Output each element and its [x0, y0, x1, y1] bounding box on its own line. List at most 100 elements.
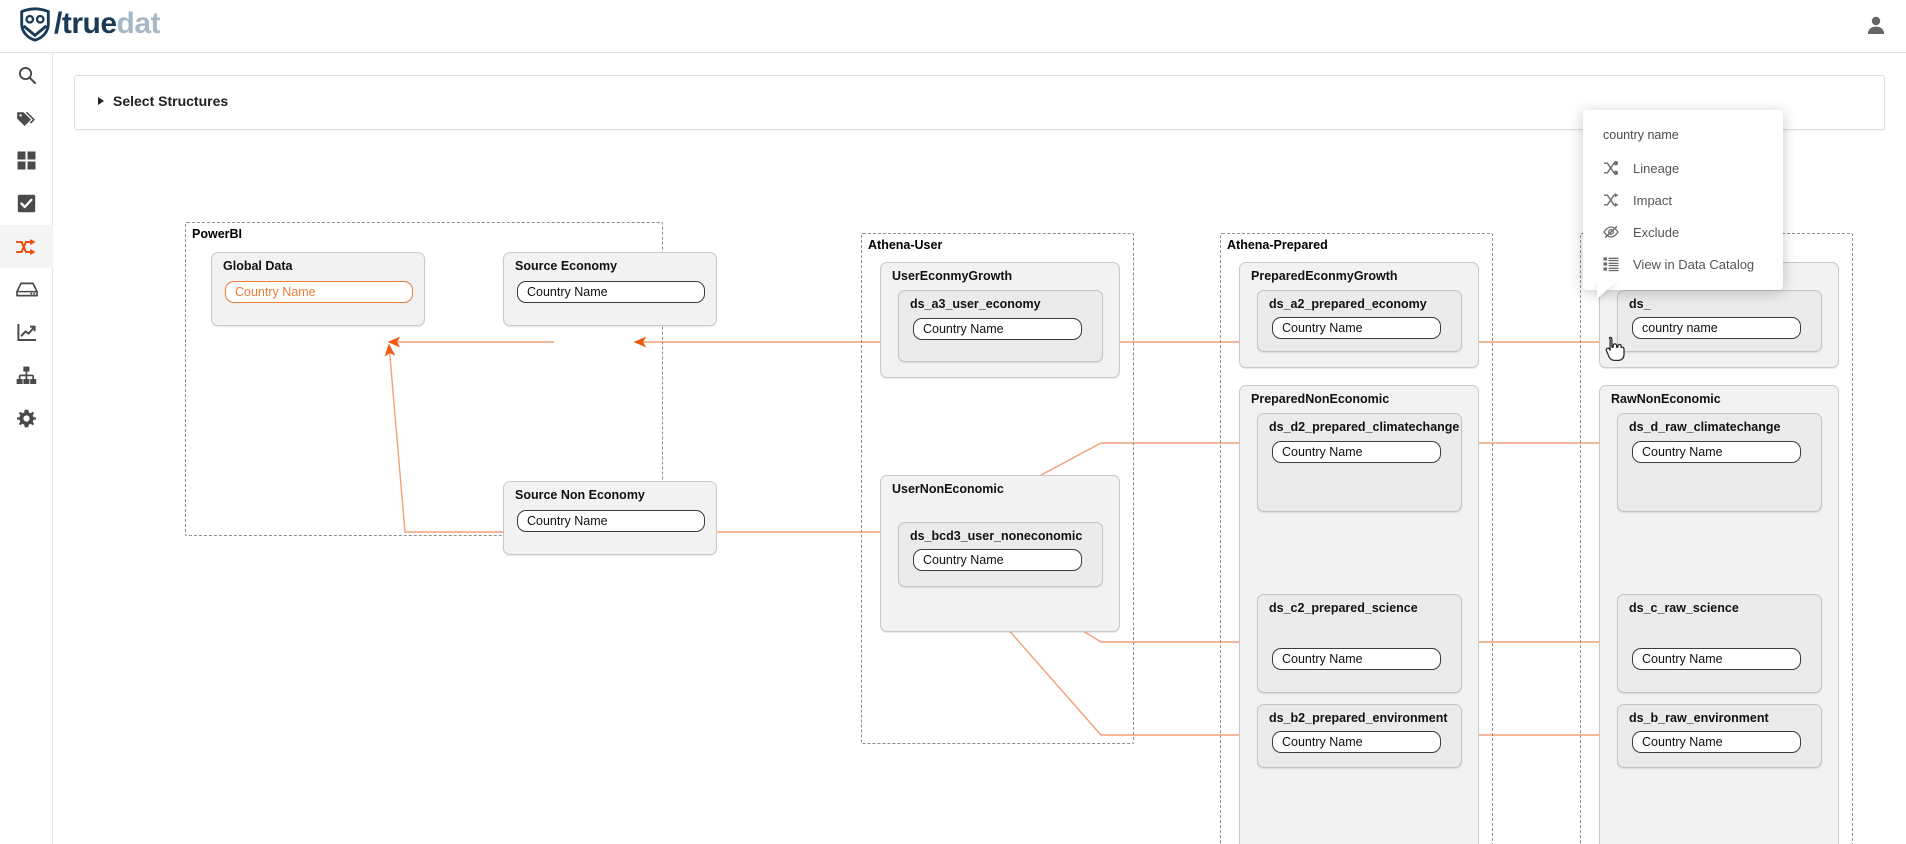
top-bar: /truedat: [0, 0, 1906, 53]
dataset-ds-bcd3-label: ds_bcd3_user_noneconomic: [910, 529, 1083, 543]
brand-logo[interactable]: /truedat: [16, 5, 161, 43]
structure-user-non-economic-label: UserNonEconomic: [892, 482, 1004, 496]
field-ds-c2-country-name[interactable]: Country Name: [1272, 648, 1441, 670]
structure-source-non-economy[interactable]: Source Non Economy Country Name: [503, 481, 717, 555]
field-ds-d-country-name[interactable]: Country Name: [1632, 441, 1801, 463]
dataset-ds-d2-prepared-climatechange[interactable]: ds_d2_prepared_climatechange Country Nam…: [1257, 413, 1462, 512]
group-athena-user[interactable]: Athena-User UserEconmyGrowth ds_a3_user_…: [861, 233, 1134, 744]
context-menu-item-impact[interactable]: Impact: [1583, 184, 1783, 216]
dataset-ds-a2-label: ds_a2_prepared_economy: [1269, 297, 1427, 311]
structure-user-economy-growth[interactable]: UserEconmyGrowth ds_a3_user_economy Coun…: [880, 262, 1120, 378]
dataset-ds-a3-user-economy[interactable]: ds_a3_user_economy Country Name: [898, 290, 1103, 362]
field-context-menu[interactable]: country name Lineage Impact Exclude: [1583, 110, 1783, 299]
dataset-ds-c-label: ds_c_raw_science: [1629, 601, 1739, 615]
sidebar-item-lineage[interactable]: [0, 225, 53, 268]
structure-global-data-label: Global Data: [223, 259, 293, 273]
brand-dat: dat: [116, 7, 161, 40]
group-athena-raw[interactable]: Athena-Ra RawEco ds_ country name RawNon…: [1580, 233, 1853, 844]
sidebar-item-tags[interactable]: [0, 96, 53, 139]
structure-prepared-economy-growth[interactable]: PreparedEconmyGrowth ds_a2_prepared_econ…: [1239, 262, 1479, 368]
dataset-ds-c-raw-science[interactable]: ds_c_raw_science Country Name: [1617, 594, 1822, 693]
dataset-ds-a-raw-economy[interactable]: ds_ country name: [1617, 290, 1822, 352]
context-menu-item-lineage-label: Lineage: [1633, 160, 1680, 176]
dataset-ds-a-raw-economy-label: ds_: [1629, 297, 1651, 311]
field-ds-b2-country-name[interactable]: Country Name: [1272, 731, 1441, 753]
sidebar-item-rules[interactable]: [0, 182, 53, 225]
group-powerbi[interactable]: PowerBI Global Data Country Name Source …: [185, 222, 717, 555]
panel-title: Select Structures: [113, 93, 229, 109]
search-icon: [18, 66, 36, 84]
field-global-data-country-name[interactable]: Country Name: [225, 281, 413, 303]
triangle-right-icon: [98, 97, 104, 105]
dataset-ds-c2-prepared-science[interactable]: ds_c2_prepared_science Country Name: [1257, 594, 1462, 693]
dataset-ds-a3-user-economy-label: ds_a3_user_economy: [910, 297, 1041, 311]
user-icon[interactable]: [1864, 13, 1888, 37]
structure-prepared-economy-growth-label: PreparedEconmyGrowth: [1251, 269, 1398, 283]
select-structures-header[interactable]: Select Structures: [75, 76, 1884, 109]
sitemap-icon: [16, 366, 37, 384]
field-ds-c-country-name[interactable]: Country Name: [1632, 648, 1801, 670]
field-source-non-economy-country-name[interactable]: Country Name: [517, 510, 705, 532]
context-menu-item-impact-label: Impact: [1633, 192, 1673, 208]
dataset-ds-d2-label: ds_d2_prepared_climatechange: [1269, 420, 1460, 434]
dataset-ds-b-label: ds_b_raw_environment: [1629, 711, 1769, 725]
group-athena-user-label: Athena-User: [868, 238, 943, 252]
context-menu-item-view-in-data-catalog-label: View in Data Catalog: [1633, 256, 1755, 272]
grid-icon: [17, 151, 36, 170]
dataset-ds-b-raw-environment[interactable]: ds_b_raw_environment Country Name: [1617, 704, 1822, 768]
database-icon: [15, 282, 38, 296]
dataset-ds-d-label: ds_d_raw_climatechange: [1629, 420, 1781, 434]
sidebar-item-search[interactable]: [0, 53, 53, 96]
impact-icon: [1604, 193, 1619, 207]
context-menu-item-view-in-data-catalog[interactable]: View in Data Catalog: [1583, 248, 1783, 280]
structure-user-non-economic[interactable]: UserNonEconomic ds_bcd3_user_noneconomic…: [880, 475, 1120, 632]
gear-icon: [17, 409, 36, 428]
structure-user-economy-growth-label: UserEconmyGrowth: [892, 269, 1013, 283]
field-ds-bcd3-country-name[interactable]: Country Name: [913, 549, 1082, 571]
field-ds-a-raw-country-name[interactable]: country name: [1632, 317, 1801, 339]
structure-prepared-non-economic-label: PreparedNonEconomic: [1251, 392, 1390, 406]
structure-raw-non-economic[interactable]: RawNonEconomic ds_d_raw_climatechange Co…: [1599, 385, 1839, 844]
structure-raw-non-economic-label: RawNonEconomic: [1611, 392, 1721, 406]
context-menu-item-exclude[interactable]: Exclude: [1583, 216, 1783, 248]
dataset-ds-bcd3-user-noneconomic[interactable]: ds_bcd3_user_noneconomic Country Name: [898, 522, 1103, 587]
check-icon: [17, 194, 36, 213]
sidebar-item-sources[interactable]: [0, 268, 53, 311]
structure-source-economy-label: Source Economy: [515, 259, 618, 273]
dataset-ds-a2-prepared-economy[interactable]: ds_a2_prepared_economy Country Name: [1257, 290, 1462, 352]
eye-slash-icon: [1603, 225, 1619, 239]
tag-icon: [17, 111, 36, 126]
context-menu-title: country name: [1603, 128, 1679, 142]
sidebar-item-hierarchy[interactable]: [0, 354, 53, 397]
structure-global-data[interactable]: Global Data Country Name: [211, 252, 425, 326]
field-source-economy-country-name[interactable]: Country Name: [517, 281, 705, 303]
context-menu-item-exclude-label: Exclude: [1633, 224, 1680, 240]
structure-prepared-non-economic[interactable]: PreparedNonEconomic ds_d2_prepared_clima…: [1239, 385, 1479, 844]
field-ds-a3-country-name[interactable]: Country Name: [913, 318, 1082, 340]
context-menu-pointer: [1597, 281, 1617, 299]
truedat-shield-icon: [20, 7, 50, 42]
dataset-ds-d-raw-climatechange[interactable]: ds_d_raw_climatechange Country Name: [1617, 413, 1822, 512]
lineage-icon: [1604, 161, 1619, 175]
structure-source-economy[interactable]: Source Economy Country Name: [503, 252, 717, 326]
sidebar-item-domains[interactable]: [0, 139, 53, 182]
dataset-ds-b2-label: ds_b2_prepared_environment: [1269, 711, 1448, 725]
sidebar-item-settings[interactable]: [0, 397, 53, 440]
sidebar-item-metrics[interactable]: [0, 311, 53, 354]
group-athena-prepared[interactable]: Athena-Prepared PreparedEconmyGrowth ds_…: [1220, 233, 1493, 844]
field-ds-b-country-name[interactable]: Country Name: [1632, 731, 1801, 753]
chart-icon: [16, 324, 36, 341]
dataset-ds-c2-label: ds_c2_prepared_science: [1269, 601, 1418, 615]
list-icon: [1603, 257, 1619, 272]
group-powerbi-label: PowerBI: [192, 227, 243, 241]
context-menu-item-lineage[interactable]: Lineage: [1583, 152, 1783, 184]
field-ds-a2-country-name[interactable]: Country Name: [1272, 317, 1441, 339]
shuffle-icon: [16, 238, 36, 255]
dataset-ds-b2-prepared-environment[interactable]: ds_b2_prepared_environment Country Name: [1257, 704, 1462, 768]
group-athena-prepared-label: Athena-Prepared: [1227, 238, 1328, 252]
brand-text: /truedat: [54, 5, 161, 43]
brand-true: true: [61, 7, 117, 40]
left-nav-rail: [0, 53, 53, 844]
field-ds-d2-country-name[interactable]: Country Name: [1272, 441, 1441, 463]
structure-source-non-economy-label: Source Non Economy: [515, 488, 645, 502]
